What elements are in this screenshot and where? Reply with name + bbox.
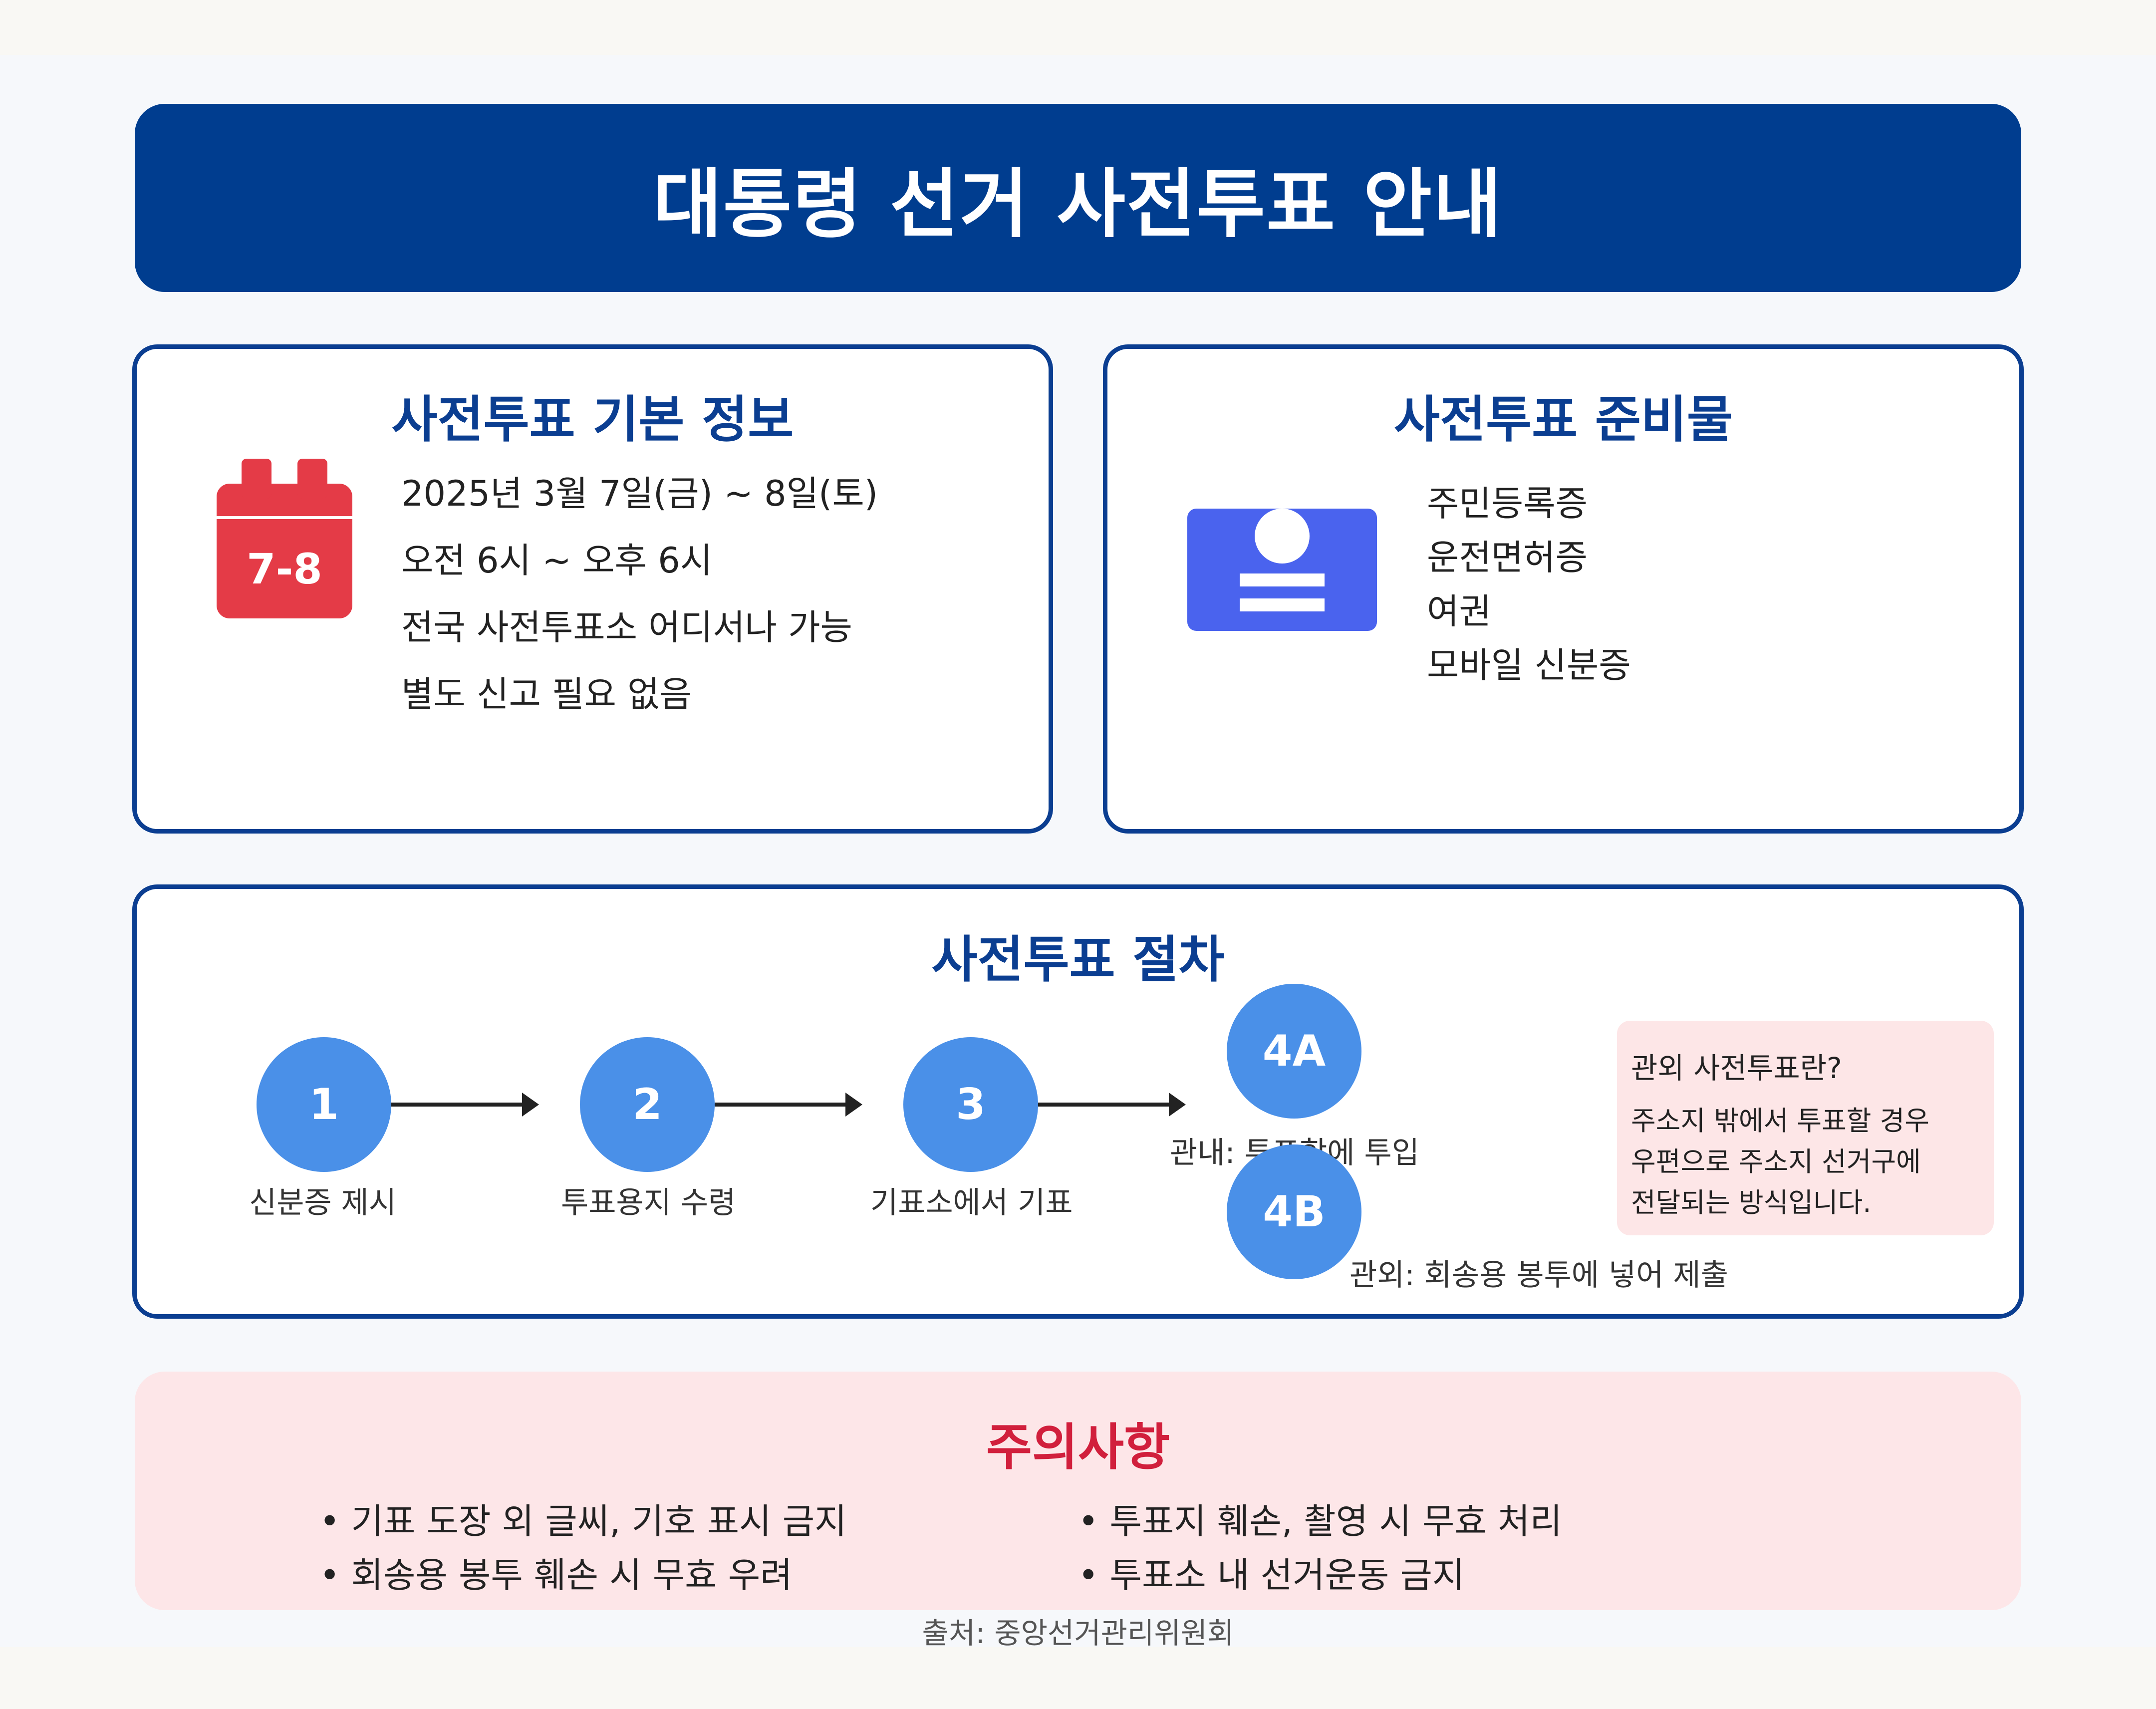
note-line: 주소지 밖에서 투표할 경우 — [1631, 1105, 1929, 1137]
step-4b-label: 관외: 회송용 봉투에 넣어 제출 — [1349, 1258, 1728, 1293]
note-line: 전달되는 방식입니다. — [1631, 1187, 1872, 1218]
prep-item: 여권 — [1427, 591, 1491, 632]
top-margin — [0, 0, 2156, 55]
info-date: 2025년 3월 7일(금) ~ 8일(토) — [401, 473, 878, 514]
caution-item: • 투표지 훼손, 촬영 시 무효 처리 — [1078, 1501, 1562, 1542]
caution-section: 주의사항 • 기표 도장 외 글씨, 기호 표시 금지 • 회송용 봉투 훼손 … — [135, 1372, 2021, 1610]
arrow-2-3 — [715, 1093, 862, 1117]
note-body: 주소지 밖에서 투표할 경우 우편으로 주소지 선거구에 전달되는 방식입니다. — [1631, 1101, 1981, 1223]
bottom-margin — [0, 1647, 2156, 1709]
info-location: 전국 사전투표소 어디서나 가능 — [401, 607, 852, 648]
step-4a-circle: 4A — [1227, 984, 1361, 1119]
caution-item: • 회송용 봉투 훼손 시 무효 우려 — [319, 1555, 793, 1596]
basic-info-title: 사전투표 기본 정보 — [391, 390, 794, 449]
prep-item: 주민등록증 — [1427, 483, 1588, 524]
preparation-card: 사전투표 준비물 주민등록증 운전면허증 여권 모바일 신분증 — [1103, 344, 2024, 834]
prep-item: 운전면허증 — [1427, 537, 1588, 578]
note-line: 우편으로 주소지 선거구에 — [1631, 1146, 1921, 1177]
step-4b-circle: 4B — [1227, 1144, 1361, 1279]
header-banner: 대통령 선거 사전투표 안내 — [135, 104, 2021, 292]
basic-info-list: 2025년 3월 7일(금) ~ 8일(토) 오전 6시 ~ 오후 6시 전국 … — [401, 469, 878, 736]
procedure-card: 사전투표 절차 1 신분증 제시 2 투표용지 수령 3 기표소에서 기표 4A… — [132, 884, 2024, 1319]
source-credit: 출처: 중앙선거관리위원회 — [922, 1616, 1234, 1650]
arrow-1-2 — [391, 1093, 539, 1117]
step-3-circle: 3 — [903, 1037, 1038, 1172]
procedure-title: 사전투표 절차 — [931, 930, 1225, 989]
info-registration: 별도 신고 필요 없음 — [401, 674, 692, 715]
basic-info-card: 사전투표 기본 정보 7-8 2025년 3월 7일(금) ~ 8일(토) 오전… — [132, 344, 1053, 834]
caution-right-column: • 투표지 훼손, 촬영 시 무효 처리 • 투표소 내 선거운동 금지 — [1078, 1496, 1562, 1604]
caution-left-column: • 기표 도장 외 글씨, 기호 표시 금지 • 회송용 봉투 훼손 시 무효 … — [319, 1496, 847, 1604]
step-3-label: 기표소에서 기표 — [870, 1185, 1073, 1220]
note-title: 관외 사전투표란? — [1631, 1051, 1842, 1085]
calendar-badge: 7-8 — [247, 545, 322, 593]
preparation-list: 주민등록증 운전면허증 여권 모바일 신분증 — [1427, 479, 1631, 694]
preparation-title: 사전투표 준비물 — [1394, 390, 1733, 449]
step-1-circle: 1 — [257, 1037, 391, 1172]
info-time: 오전 6시 ~ 오후 6시 — [401, 540, 713, 581]
caution-item: • 기표 도장 외 글씨, 기호 표시 금지 — [319, 1501, 847, 1542]
step-1-label: 신분증 제시 — [249, 1185, 397, 1220]
step-2-label: 투표용지 수령 — [561, 1185, 736, 1220]
prep-item: 모바일 신분증 — [1427, 645, 1631, 686]
arrow-3-4 — [1038, 1093, 1186, 1117]
caution-title: 주의사항 — [986, 1418, 1170, 1476]
out-of-district-note: 관외 사전투표란? 주소지 밖에서 투표할 경우 우편으로 주소지 선거구에 전… — [1617, 1021, 1994, 1235]
id-card-icon — [1187, 509, 1377, 631]
calendar-icon: 7-8 — [217, 459, 352, 618]
step-2-circle: 2 — [580, 1037, 715, 1172]
caution-item: • 투표소 내 선거운동 금지 — [1078, 1555, 1465, 1596]
page-title: 대통령 선거 사전투표 안내 — [653, 161, 1503, 248]
